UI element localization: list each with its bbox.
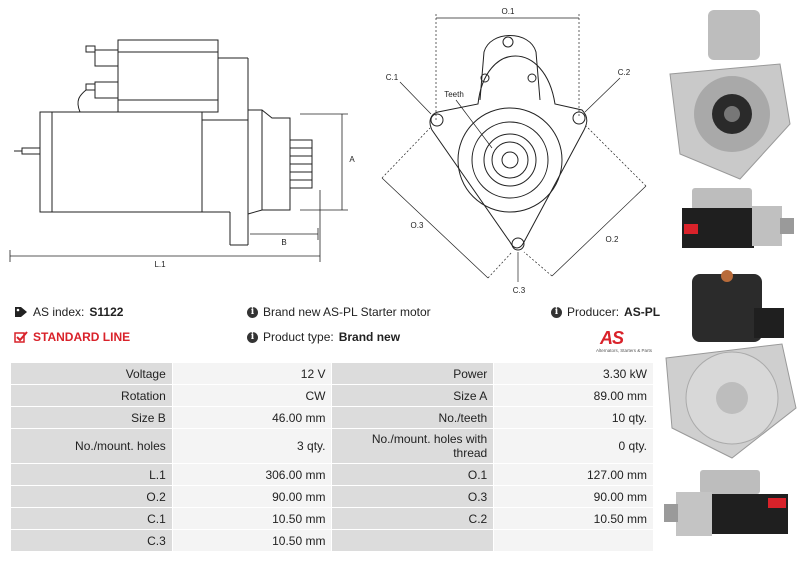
standard-line-label: STANDARD LINE [33, 330, 131, 344]
spec-label: Power [331, 362, 495, 385]
checkbox-icon [14, 331, 28, 343]
front-view-dimensions [381, 14, 647, 282]
spec-label: Size A [331, 384, 495, 407]
side-view-drawing [14, 39, 313, 246]
spec-value: 12 V [171, 362, 333, 385]
info-icon: i [551, 306, 562, 318]
spec-value: 3.30 kW [493, 362, 654, 385]
info-icon: i [247, 331, 258, 343]
logo-tagline: Alternators, Starters & Parts [595, 348, 652, 353]
spec-label [331, 529, 495, 552]
spec-value: 90.00 mm [171, 485, 333, 508]
product-photo-side-bottom [664, 470, 788, 536]
spec-value: 127.00 mm [493, 463, 654, 486]
dim-label-c2: C.2 [618, 68, 631, 77]
spec-value: 46.00 mm [171, 406, 333, 429]
spec-label: C.3 [10, 529, 173, 552]
spec-label: O.3 [331, 485, 495, 508]
spec-value: 10.50 mm [171, 529, 333, 552]
product-photo-side-top [682, 188, 794, 248]
description-row: i Brand new AS-PL Starter motor [247, 305, 431, 319]
spec-value: 89.00 mm [493, 384, 654, 407]
spec-value: 306.00 mm [171, 463, 333, 486]
spec-label: C.2 [331, 507, 495, 530]
spec-label: Size B [10, 406, 173, 429]
spec-value: 3 qty. [171, 428, 333, 464]
spec-value: 10.50 mm [493, 507, 654, 530]
tag-icon [15, 307, 27, 317]
spec-label: O.2 [10, 485, 173, 508]
spec-label: No./mount. holes [10, 428, 173, 464]
spec-label: O.1 [331, 463, 495, 486]
standard-line-row: STANDARD LINE [14, 330, 130, 344]
spec-label: No./mount. holes with thread [331, 428, 495, 464]
spec-label: Rotation [10, 384, 173, 407]
product-info: AS index: S1122 STANDARD LINE i Brand ne… [14, 305, 660, 357]
spec-value [493, 529, 654, 552]
as-index-value: S1122 [89, 305, 124, 319]
technical-drawing: L.1 B A O.1 C.1 C.2 Teeth O.3 O.2 C. [9, 7, 647, 295]
producer-value: AS-PL [624, 305, 661, 319]
product-type-row: i Product type: Brand new [247, 330, 400, 344]
dim-label-a: A [349, 155, 355, 164]
spec-value: 90.00 mm [493, 485, 654, 508]
dim-label-c3: C.3 [513, 286, 526, 295]
spec-value: 10 qty. [493, 406, 654, 429]
spec-label: L.1 [10, 463, 173, 486]
product-photo-rear [665, 270, 797, 459]
spec-label: Voltage [10, 362, 173, 385]
product-type-label: Product type: [263, 330, 334, 344]
as-index-label: AS index: [33, 305, 85, 319]
dim-label-teeth: Teeth [444, 90, 464, 99]
front-view-drawing [429, 35, 588, 251]
dim-label-b: B [281, 238, 286, 247]
spec-value: 0 qty. [493, 428, 654, 464]
dim-label-o1: O.1 [502, 7, 515, 16]
side-view-dimensions [9, 113, 348, 262]
spec-label: No./teeth [331, 406, 495, 429]
producer-label: Producer: [567, 305, 620, 319]
logo-mark: AS [600, 328, 624, 348]
info-icon: i [247, 306, 258, 318]
dim-label-l1: L.1 [154, 260, 166, 269]
product-photo-front [660, 4, 798, 184]
as-pl-logo: AS Alternators, Starters & Parts [582, 328, 652, 356]
product-photos [660, 0, 800, 569]
dim-label-c1: C.1 [386, 73, 399, 82]
product-type-value: Brand new [338, 330, 401, 344]
producer-row: i Producer: AS-PL [551, 305, 660, 319]
dim-label-o3: O.3 [411, 221, 424, 230]
spec-value: 10.50 mm [171, 507, 333, 530]
as-index-row: AS index: S1122 [14, 305, 123, 319]
description-text: Brand new AS-PL Starter motor [263, 305, 431, 319]
spec-label: C.1 [10, 507, 173, 530]
dim-label-o2: O.2 [606, 235, 619, 244]
spec-value: CW [171, 384, 333, 407]
